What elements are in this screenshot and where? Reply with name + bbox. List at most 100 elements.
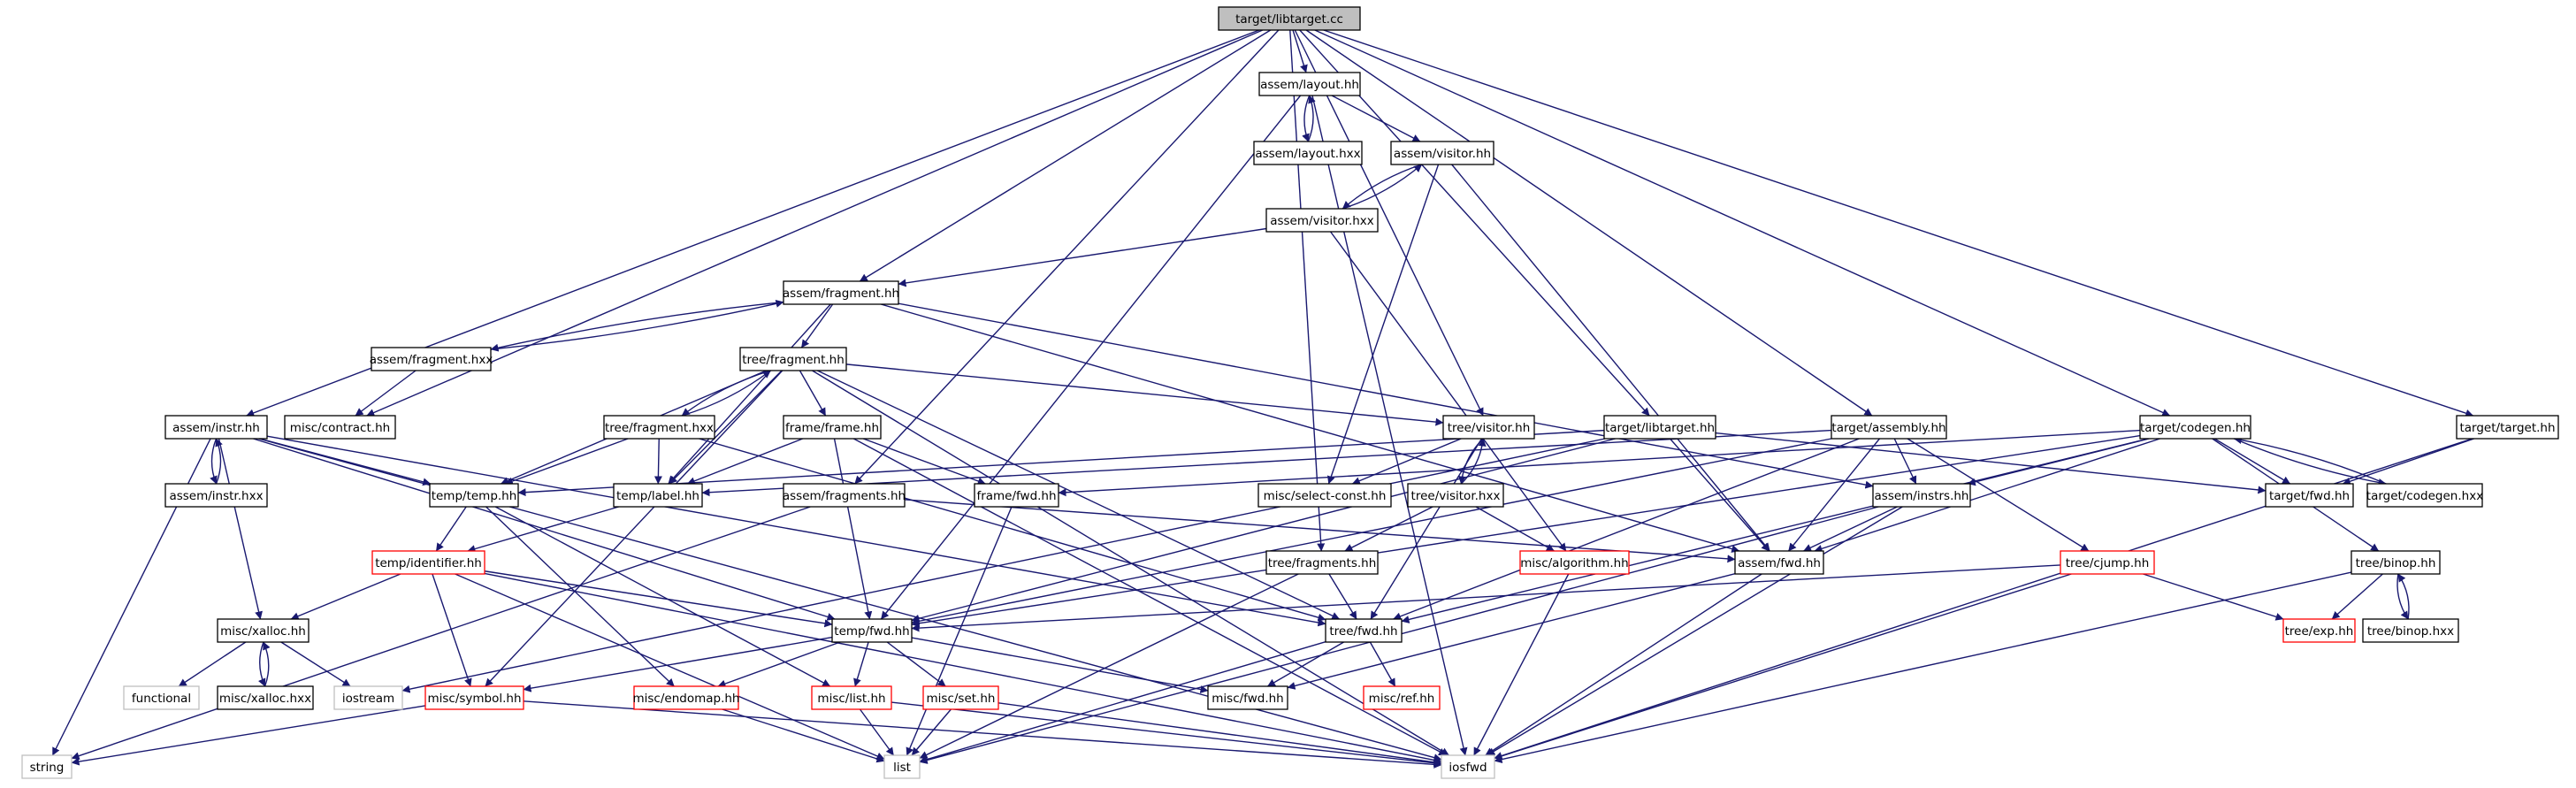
node-assem-visitor-hh[interactable]: assem/visitor.hh bbox=[1390, 141, 1494, 165]
node-tree-visitor-hxx[interactable]: tree/visitor.hxx bbox=[1407, 483, 1504, 508]
node-iosfwd[interactable]: iosfwd bbox=[1441, 754, 1495, 779]
node-tree-binop-hxx[interactable]: tree/binop.hxx bbox=[2362, 618, 2459, 643]
node-target-fwd-hh[interactable]: target/fwd.hh bbox=[2265, 483, 2354, 508]
node-box[interactable] bbox=[1257, 483, 1392, 508]
node-assem-fragment-hxx[interactable]: assem/fragment.hxx bbox=[370, 347, 493, 371]
node-frame-frame-hh[interactable]: frame/frame.hh bbox=[783, 415, 882, 440]
node-misc-algorithm-hh[interactable]: misc/algorithm.hh bbox=[1519, 550, 1630, 575]
node-box[interactable] bbox=[1442, 415, 1535, 440]
node-assem-fragment-hh[interactable]: assem/fragment.hh bbox=[783, 280, 899, 305]
node-assem-fwd-hh[interactable]: assem/fwd.hh bbox=[1734, 550, 1824, 575]
node-assem-layout-hxx[interactable]: assem/layout.hxx bbox=[1253, 141, 1363, 165]
node-list[interactable]: list bbox=[883, 754, 921, 779]
node-assem-fragments-hh[interactable]: assem/fragments.hh bbox=[783, 483, 906, 508]
node-box[interactable] bbox=[429, 483, 519, 508]
node-tree-visitor-hh[interactable]: tree/visitor.hh bbox=[1442, 415, 1535, 440]
node-box[interactable] bbox=[371, 347, 492, 371]
node-misc-list-hh[interactable]: misc/list.hh bbox=[811, 685, 892, 710]
node-box[interactable] bbox=[1253, 141, 1363, 165]
node-box[interactable] bbox=[739, 347, 847, 371]
node-tree-fragment-hxx[interactable]: tree/fragment.hxx bbox=[603, 415, 715, 440]
node-box[interactable] bbox=[1258, 72, 1361, 96]
node-temp-fwd-hh[interactable]: temp/fwd.hh bbox=[831, 618, 913, 643]
node-box[interactable] bbox=[603, 415, 715, 440]
node-box[interactable] bbox=[783, 415, 882, 440]
node-box[interactable] bbox=[883, 754, 921, 779]
node-box[interactable] bbox=[1218, 6, 1361, 31]
node-iostream[interactable]: iostream bbox=[333, 685, 403, 710]
node-box[interactable] bbox=[2265, 483, 2354, 508]
node-temp-label-hh[interactable]: temp/label.hh bbox=[613, 483, 703, 508]
node-tree-fwd-hh[interactable]: tree/fwd.hh bbox=[1325, 618, 1403, 643]
node-tree-binop-hh[interactable]: tree/binop.hh bbox=[2351, 550, 2441, 575]
node-temp-temp-hh[interactable]: temp/temp.hh bbox=[429, 483, 519, 508]
node-misc-set-hh[interactable]: misc/set.hh bbox=[922, 685, 999, 710]
node-box[interactable] bbox=[633, 685, 739, 710]
node-misc-fwd-hh[interactable]: misc/fwd.hh bbox=[1207, 685, 1288, 710]
node-misc-endomap-hh[interactable]: misc/endomap.hh bbox=[633, 685, 740, 710]
node-target-target-hh[interactable]: target/target.hh bbox=[2456, 415, 2559, 440]
node-box[interactable] bbox=[2362, 618, 2459, 643]
node-tree-cjump-hh[interactable]: tree/cjump.hh bbox=[2060, 550, 2155, 575]
node-box[interactable] bbox=[1265, 550, 1379, 575]
node-tree-fragments-hh[interactable]: tree/fragments.hh bbox=[1265, 550, 1379, 575]
node-box[interactable] bbox=[2060, 550, 2155, 575]
node-box[interactable] bbox=[1872, 483, 1971, 508]
node-libtarget-cc[interactable]: target/libtarget.cc bbox=[1218, 6, 1361, 31]
node-assem-instrs-hh[interactable]: assem/instrs.hh bbox=[1872, 483, 1971, 508]
node-target-assembly-hh[interactable]: target/assembly.hh bbox=[1831, 415, 1947, 440]
node-box[interactable] bbox=[284, 415, 396, 440]
node-box[interactable] bbox=[1519, 550, 1630, 575]
node-target-codegen-hxx[interactable]: target/codegen.hxx bbox=[2366, 483, 2483, 508]
node-misc-select-const-hh[interactable]: misc/select-const.hh bbox=[1257, 483, 1392, 508]
node-box[interactable] bbox=[424, 685, 524, 710]
node-assem-visitor-hxx[interactable]: assem/visitor.hxx bbox=[1265, 208, 1379, 233]
node-tree-exp-hh[interactable]: tree/exp.hh bbox=[2282, 618, 2356, 643]
node-box[interactable] bbox=[1441, 754, 1495, 779]
node-box[interactable] bbox=[2456, 415, 2559, 440]
node-box[interactable] bbox=[1831, 415, 1947, 440]
node-box[interactable] bbox=[164, 483, 268, 508]
node-box[interactable] bbox=[21, 754, 73, 779]
node-box[interactable] bbox=[123, 685, 200, 710]
node-temp-identifier-hh[interactable]: temp/identifier.hh bbox=[371, 550, 485, 575]
node-misc-contract-hh[interactable]: misc/contract.hh bbox=[284, 415, 396, 440]
node-box[interactable] bbox=[2366, 483, 2483, 508]
node-box[interactable] bbox=[333, 685, 403, 710]
node-box[interactable] bbox=[974, 483, 1059, 508]
node-box[interactable] bbox=[922, 685, 999, 710]
node-tree-fragment-hh[interactable]: tree/fragment.hh bbox=[739, 347, 847, 371]
node-frame-fwd-hh[interactable]: frame/fwd.hh bbox=[974, 483, 1059, 508]
node-functional[interactable]: functional bbox=[123, 685, 200, 710]
node-box[interactable] bbox=[217, 685, 314, 710]
node-box[interactable] bbox=[783, 280, 899, 305]
node-assem-instr-hxx[interactable]: assem/instr.hxx bbox=[164, 483, 268, 508]
node-box[interactable] bbox=[1603, 415, 1716, 440]
node-box[interactable] bbox=[831, 618, 913, 643]
node-box[interactable] bbox=[1734, 550, 1824, 575]
node-misc-xalloc-hh[interactable]: misc/xalloc.hh bbox=[217, 618, 310, 643]
node-box[interactable] bbox=[2139, 415, 2251, 440]
node-assem-layout-hh[interactable]: assem/layout.hh bbox=[1258, 72, 1361, 96]
node-box[interactable] bbox=[2282, 618, 2356, 643]
node-box[interactable] bbox=[1390, 141, 1494, 165]
node-box[interactable] bbox=[1207, 685, 1288, 710]
node-box[interactable] bbox=[1363, 685, 1441, 710]
node-misc-ref-hh[interactable]: misc/ref.hh bbox=[1363, 685, 1441, 710]
node-box[interactable] bbox=[1407, 483, 1504, 508]
node-assem-instr-hh[interactable]: assem/instr.hh bbox=[164, 415, 268, 440]
node-box[interactable] bbox=[811, 685, 892, 710]
node-target-codegen-hh[interactable]: target/codegen.hh bbox=[2139, 415, 2251, 440]
node-box[interactable] bbox=[164, 415, 268, 440]
node-box[interactable] bbox=[613, 483, 703, 508]
node-misc-xalloc-hxx[interactable]: misc/xalloc.hxx bbox=[217, 685, 314, 710]
node-misc-symbol-hh[interactable]: misc/symbol.hh bbox=[424, 685, 524, 710]
node-box[interactable] bbox=[371, 550, 485, 575]
node-box[interactable] bbox=[217, 618, 310, 643]
node-box[interactable] bbox=[783, 483, 906, 508]
node-box[interactable] bbox=[2351, 550, 2441, 575]
node-box[interactable] bbox=[1325, 618, 1403, 643]
node-string[interactable]: string bbox=[21, 754, 73, 779]
node-target-libtarget-hh[interactable]: target/libtarget.hh bbox=[1603, 415, 1716, 440]
node-box[interactable] bbox=[1265, 208, 1379, 233]
